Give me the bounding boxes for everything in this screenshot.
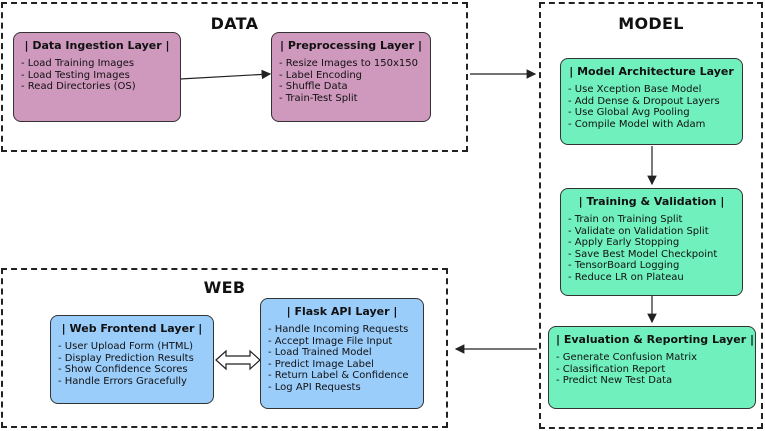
model-group-title: MODEL: [618, 14, 684, 33]
preprocessing-item: - Shuffle Data: [279, 81, 348, 92]
data-group: DATA: [1, 2, 468, 152]
training-validation-item: - Validate on Validation Split: [568, 225, 709, 237]
data-ingestion-layer: | Data Ingestion Layer | - Load Training…: [13, 32, 181, 122]
model-architecture-item: - Compile Model with Adam: [568, 118, 706, 130]
flask-api-item: - Accept Image File Input: [268, 335, 393, 347]
training-validation-layer: | Training & Validation | - Train on Tra…: [560, 188, 743, 296]
bidirectional-arrow: [215, 349, 261, 371]
model-architecture-item: - Use Global Avg Pooling: [568, 107, 690, 118]
flask-api-item: - Load Trained Model: [268, 347, 372, 358]
evaluation-reporting-item: - Generate Confusion Matrix: [556, 352, 698, 363]
evaluation-reporting-item: - Classification Report: [556, 363, 666, 375]
web-frontend-layer: | Web Frontend Layer | - User Upload For…: [50, 315, 214, 404]
web-frontend-item: - Show Confidence Scores: [58, 364, 188, 375]
training-validation-title: | Training & Validation |: [578, 195, 725, 208]
web-frontend-title: | Web Frontend Layer |: [61, 322, 203, 335]
evaluation-reporting-item: - Predict New Test Data: [556, 375, 673, 386]
model-architecture-item: - Add Dense & Dropout Layers: [568, 95, 720, 107]
web-frontend-item: - Handle Errors Gracefully: [58, 375, 187, 387]
data-ingestion-item: - Read Directories (OS): [21, 81, 136, 92]
data-ingestion-item: - Load Training Images: [21, 58, 135, 69]
flask-api-item: - Handle Incoming Requests: [268, 324, 409, 335]
flask-api-item: - Return Label & Confidence: [268, 370, 409, 381]
model-architecture-title: | Model Architecture Layer: [569, 65, 734, 78]
flask-api-item: - Predict Image Label: [268, 358, 374, 370]
preprocessing-item: - Resize Images to 150x150: [279, 58, 419, 69]
preprocessing-item: - Train-Test Split: [279, 92, 358, 104]
data-ingestion-title: | Data Ingestion Layer |: [24, 39, 170, 52]
model-architecture-item: - Use Xception Base Model: [568, 84, 702, 95]
web-group: WEB: [1, 268, 448, 428]
preprocessing-title: | Preprocessing Layer |: [279, 39, 423, 52]
preprocessing-item: - Label Encoding: [279, 69, 363, 81]
web-frontend-item: - Display Prediction Results: [58, 352, 194, 364]
training-validation-item: - Reduce LR on Plateau: [568, 271, 684, 283]
web-group-title: WEB: [203, 278, 246, 297]
training-validation-item: - Save Best Model Checkpoint: [568, 248, 718, 260]
flask-api-title: | Flask API Layer |: [286, 305, 398, 318]
training-validation-item: - Train on Training Split: [568, 214, 683, 225]
data-ingestion-item: - Load Testing Images: [21, 69, 130, 81]
flask-api-item: - Log API Requests: [268, 381, 361, 393]
training-validation-item: - Apply Early Stopping: [568, 237, 680, 248]
training-validation-item: - TensorBoard Logging: [568, 260, 680, 271]
flask-api-layer: | Flask API Layer | - Handle Incoming Re…: [260, 298, 424, 409]
model-group: MODEL: [539, 2, 763, 429]
data-group-title: DATA: [210, 14, 259, 33]
evaluation-reporting-title: | Evaluation & Reporting Layer |: [556, 333, 754, 346]
model-architecture-layer: | Model Architecture Layer - Use Xceptio…: [560, 58, 743, 145]
arrow-ingestion-to-preprocessing: [179, 69, 272, 80]
evaluation-reporting-layer: | Evaluation & Reporting Layer | - Gener…: [548, 326, 756, 409]
web-frontend-item: - User Upload Form (HTML): [58, 341, 193, 352]
preprocessing-layer: | Preprocessing Layer | - Resize Images …: [271, 32, 431, 122]
